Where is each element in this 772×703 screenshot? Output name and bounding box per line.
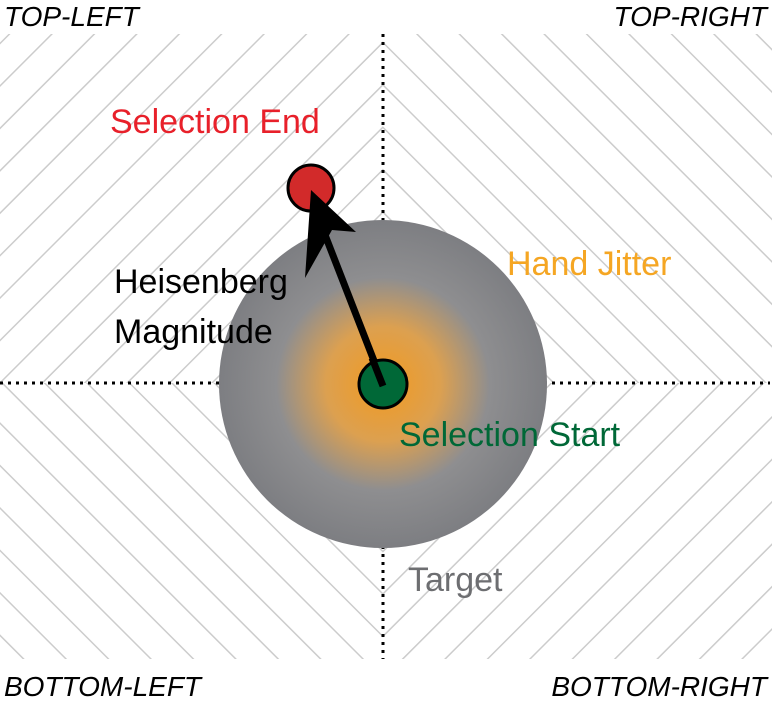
heisenberg-arrow-tail bbox=[368, 356, 387, 388]
hand-jitter-label: Hand Jitter bbox=[507, 245, 671, 283]
heisenberg-label-line1: Heisenberg bbox=[114, 263, 288, 301]
heisenberg-arrow-shaft bbox=[316, 220, 387, 386]
corner-label-bottom-left: BOTTOM-LEFT bbox=[4, 671, 203, 702]
arrowhead-icon bbox=[305, 190, 356, 278]
selection-start-label: Selection Start bbox=[399, 416, 621, 454]
corner-label-bottom-right: BOTTOM-RIGHT bbox=[551, 671, 769, 702]
heisenberg-label-line2: Magnitude bbox=[114, 313, 273, 351]
target-label: Target bbox=[408, 561, 503, 599]
selection-end-label: Selection End bbox=[110, 103, 320, 141]
corner-label-top-right: TOP-RIGHT bbox=[614, 1, 769, 32]
corner-label-top-left: TOP-LEFT bbox=[4, 1, 141, 32]
